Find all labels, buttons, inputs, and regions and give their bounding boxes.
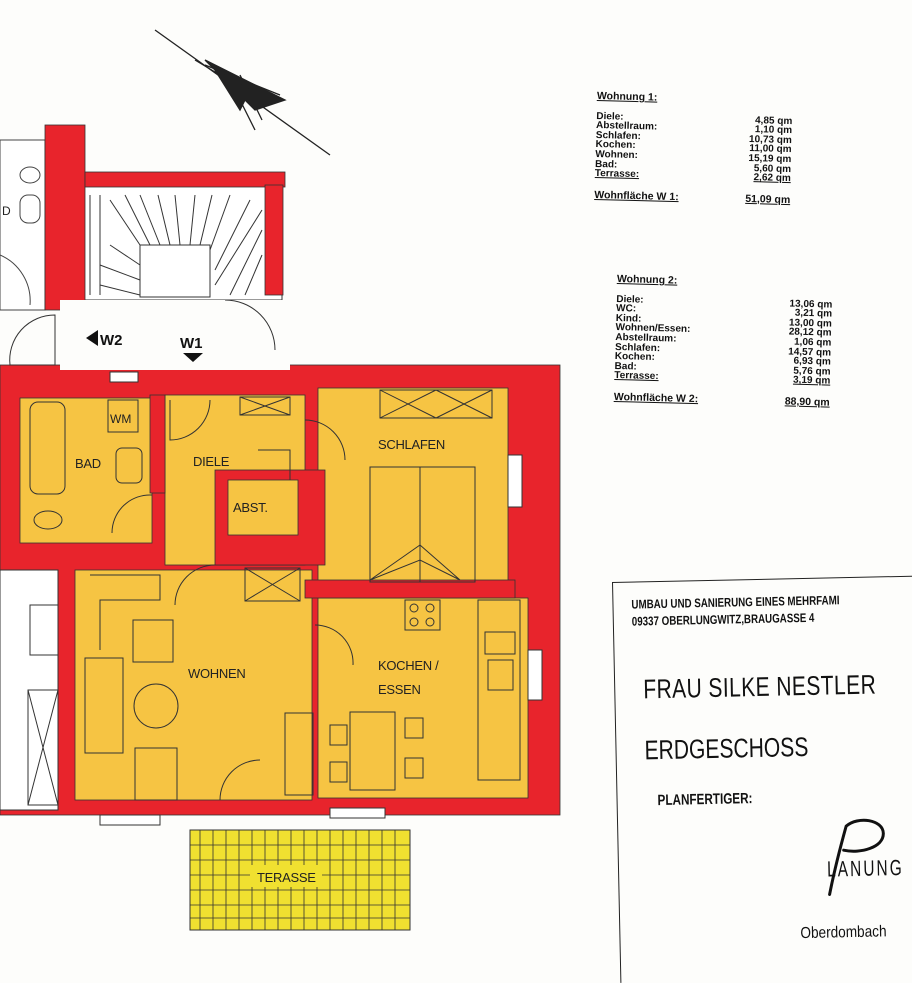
- area-total-w1: Wohnfläche W 1:51,09 qm: [594, 188, 791, 206]
- terrace: [189, 829, 411, 931]
- neighbour-fixtures: [27, 604, 59, 806]
- area-title-w1: Wohnung 1:: [596, 90, 658, 104]
- logo-text: LANUNG: [826, 854, 905, 882]
- room-label-bad: BAD: [75, 456, 101, 471]
- kitchen-furniture: [329, 599, 521, 791]
- door-swings: [111, 399, 354, 801]
- storage-room: [227, 479, 299, 536]
- staircase: [81, 184, 283, 301]
- wc-left: D: [0, 139, 46, 311]
- room-label-essen: ESSEN: [378, 682, 421, 697]
- title-block: UMBAU UND SANIERUNG EINES MEHRFAMI 09337…: [612, 575, 912, 983]
- project-description: UMBAU UND SANIERUNG EINES MEHRFAMI 09337…: [631, 592, 840, 630]
- room-label-abst: ABST.: [233, 500, 268, 515]
- arrow-left-icon: [86, 330, 98, 346]
- planer-label: PLANFERTIGER:: [657, 790, 753, 810]
- bathroom-fixtures: [29, 399, 143, 530]
- planung-logo-icon: [828, 818, 885, 897]
- north-arrow-icon: [154, 29, 331, 156]
- floor-name: ERDGESCHOSS: [644, 731, 809, 766]
- room-label-kochen: KOCHEN /: [378, 658, 439, 673]
- floor-plan: D: [0, 29, 561, 931]
- room-label-wohnen: WOHNEN: [188, 666, 245, 681]
- project-line-2: 09337 OBERLUNGWITZ,BRAUGASSE 4: [631, 610, 815, 629]
- staircase-landing: [60, 300, 290, 370]
- windows: [99, 371, 543, 826]
- area-title-w2: Wohnung 2:: [616, 273, 678, 287]
- room-label-terasse: TERASSE: [257, 870, 316, 885]
- entrance-label-w2: W2: [100, 332, 123, 349]
- entrance-arrows: [86, 330, 203, 362]
- planer-location: Oberdombach: [800, 923, 887, 943]
- room-label-schlafen: SCHLAFEN: [378, 437, 445, 452]
- area-total-w2: Wohnfläche W 2:88,90 qm: [613, 390, 830, 409]
- arrow-down-icon: [183, 353, 203, 362]
- room-label-diele: DIELE: [193, 454, 230, 469]
- wc-label: D: [2, 204, 11, 218]
- room-label-wm: WM: [110, 412, 131, 426]
- living-furniture: [84, 574, 314, 801]
- client-name: FRAU SILKE NESTLER: [642, 669, 877, 705]
- bedroom-furniture: [239, 389, 493, 602]
- area-table-w2: Wohnung 2: Diele:13,06 qm WC:3,21 qm Kin…: [613, 273, 833, 409]
- entrance-label-w1: W1: [180, 335, 203, 352]
- area-table-w1: Wohnung 1: Diele:4,85 qm Abstellraum:1,1…: [594, 90, 793, 206]
